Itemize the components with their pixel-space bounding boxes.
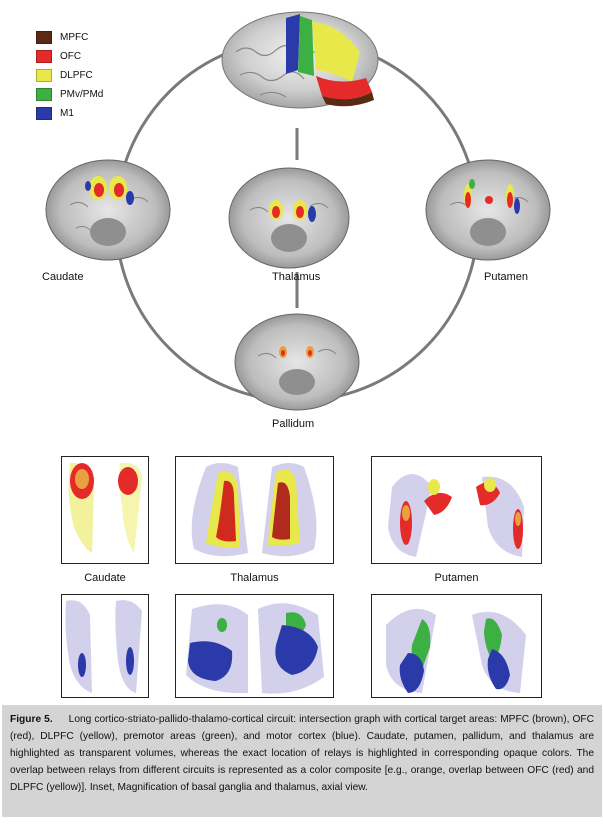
legend-item-mpfc: MPFC: [36, 28, 103, 47]
putamen-motor-render: [386, 608, 526, 693]
legend-item-ofc: OFC: [36, 47, 103, 66]
inset-thalamus-bottom: [175, 594, 334, 698]
inset-label-caudate: Caudate: [84, 572, 126, 584]
label-putamen: Putamen: [484, 271, 529, 283]
legend-item-m1: M1: [36, 104, 103, 123]
putamen-brain-image: [425, 159, 551, 261]
figure-caption: Figure 5.Long cortico-striato-pallido-th…: [2, 705, 602, 817]
legend-label: OFC: [60, 51, 82, 62]
legend-swatch: [36, 69, 52, 82]
legend-label: PMv/PMd: [60, 89, 104, 100]
label-caudate: Caudate: [42, 271, 84, 283]
caption-text: Long cortico-striato-pallido-thalamo-cor…: [10, 714, 594, 793]
legend-label: DLPFC: [60, 70, 93, 81]
legend-label: MPFC: [60, 32, 89, 43]
legend-label: M1: [60, 108, 74, 119]
inset-putamen-top: [371, 456, 542, 564]
thalamus-relay-render: [191, 463, 317, 557]
caudate-relay-render: [68, 462, 142, 553]
legend-item-pmv-pmd: PMv/PMd: [36, 85, 103, 104]
legend-swatch: [36, 88, 52, 101]
inset-label-putamen: Putamen: [434, 572, 479, 584]
label-pallidum: Pallidum: [272, 418, 315, 430]
legend-item-dlpfc: DLPFC: [36, 66, 103, 85]
label-thalamus: Thalamus: [272, 271, 321, 283]
caudate-motor-render: [65, 600, 142, 693]
cortex-brain-image: [221, 11, 379, 109]
inset-caudate-top: [61, 456, 149, 564]
legend-swatch: [36, 50, 52, 63]
inset-putamen-bottom: [371, 594, 542, 698]
color-legend: MPFC OFC DLPFC PMv/PMd M1: [36, 28, 103, 123]
thalamus-motor-render: [186, 603, 324, 694]
thalamus-brain-image: [228, 167, 350, 269]
inset-thalamus-top: [175, 456, 334, 564]
inset-caudate-bottom: [61, 594, 149, 698]
pallidum-brain-image: [234, 313, 360, 411]
legend-swatch: [36, 107, 52, 120]
caption-label: Figure 5.: [10, 714, 53, 725]
inset-label-thalamus: Thalamus: [230, 572, 279, 584]
putamen-relay-render: [388, 474, 524, 557]
intersection-graph: [45, 11, 551, 411]
caudate-brain-image: [45, 159, 171, 261]
legend-swatch: [36, 31, 52, 44]
